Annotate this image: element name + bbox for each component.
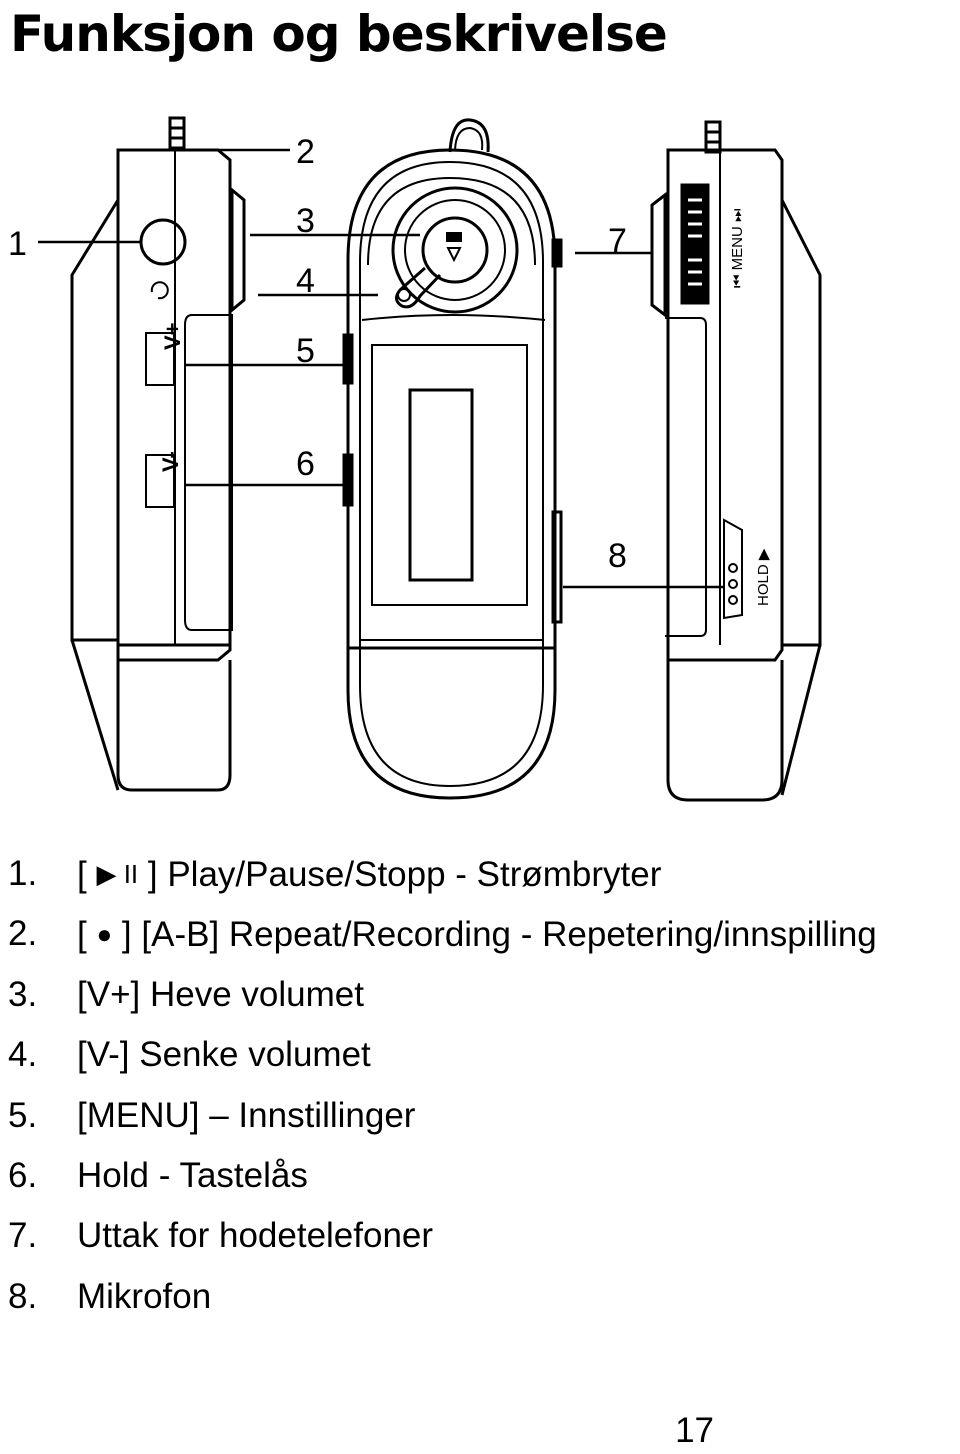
play-pause-icon: ▶ II — [96, 859, 139, 889]
item-number: 7. — [8, 1216, 38, 1256]
right-side-view: ⏮ MENU ⏭ HOLD ▶ — [650, 120, 822, 802]
item-text: Mikrofon — [77, 1276, 212, 1316]
callout-1: 1 — [8, 225, 27, 263]
record-icon: ● — [96, 919, 113, 950]
left-side-view: V+ V- — [70, 116, 246, 792]
page-number: 17 — [675, 1411, 714, 1450]
item-number: 5. — [8, 1095, 38, 1135]
svg-text:HOLD ▶: HOLD ▶ — [755, 548, 772, 606]
callout-4: 4 — [296, 262, 315, 300]
callout-6: 6 — [296, 445, 315, 483]
callout-2: 2 — [296, 133, 315, 171]
callout-5: 5 — [296, 332, 315, 370]
list-item: 7. Uttak for hodetelefoner — [8, 1210, 877, 1270]
svg-text:⏮ MENU ⏭: ⏮ MENU ⏭ — [729, 208, 746, 288]
callout-lines — [38, 148, 724, 589]
item-text: [ ▶ II ] Play/Pause/Stopp - Strømbryter — [77, 855, 662, 894]
front-view — [342, 118, 563, 800]
svg-text:V-: V- — [158, 451, 183, 472]
function-list: 1. [ ▶ II ] Play/Pause/Stopp - Strømbryt… — [8, 848, 877, 1331]
device-diagram: V+ V- — [0, 110, 960, 810]
list-item: 4. [V-] Senke volumet — [8, 1029, 877, 1089]
item-text: [V-] Senke volumet — [77, 1035, 371, 1075]
page-title: Funksjon og beskrivelse — [10, 5, 668, 63]
item-text: [V+] Heve volumet — [77, 974, 364, 1014]
item-text: Hold - Tastelås — [77, 1155, 308, 1195]
item-number: 6. — [8, 1155, 38, 1195]
item-number: 4. — [8, 1035, 38, 1075]
list-item: 3. [V+] Heve volumet — [8, 969, 877, 1029]
list-item: 1. [ ▶ II ] Play/Pause/Stopp - Strømbryt… — [8, 848, 877, 908]
item-number: 3. — [8, 974, 38, 1014]
item-number: 2. — [8, 914, 38, 954]
item-number: 8. — [8, 1276, 38, 1316]
callout-3: 3 — [296, 202, 315, 240]
item-text: [ ● ] [A-B] Repeat/Recording - Repeterin… — [77, 915, 877, 955]
item-number: 1. — [8, 854, 38, 893]
item-text: [MENU] – Innstillinger — [77, 1095, 416, 1135]
list-item: 5. [MENU] – Innstillinger — [8, 1090, 877, 1150]
callout-8: 8 — [608, 537, 627, 575]
list-item: 8. Mikrofon — [8, 1271, 877, 1331]
item-text: Uttak for hodetelefoner — [77, 1216, 434, 1256]
callout-numbers: 1 2 3 4 5 6 7 8 — [8, 133, 627, 575]
callout-7: 7 — [608, 222, 627, 260]
list-item: 2. [ ● ] [A-B] Repeat/Recording - Repete… — [8, 908, 877, 968]
svg-text:V+: V+ — [160, 322, 185, 350]
list-item: 6. Hold - Tastelås — [8, 1150, 877, 1210]
